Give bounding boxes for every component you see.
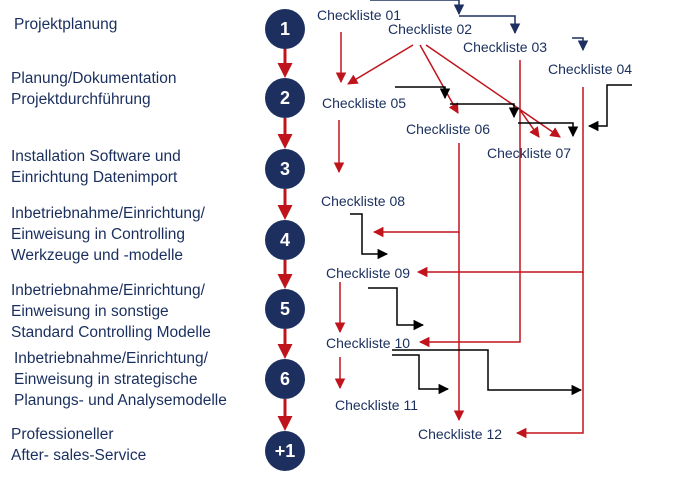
checklist-01: Checkliste 01	[317, 7, 402, 23]
step-circle-4: 4	[265, 220, 305, 260]
phase-label-3: Installation Software und Einrichtung Da…	[11, 146, 181, 188]
top-staircase-connectors	[370, 0, 589, 52]
red-connectors	[333, 32, 584, 439]
phase-label-7: Professioneller After- sales-Service	[11, 424, 146, 466]
phase-2-line-1: Planung/Dokumentation	[11, 70, 177, 87]
phase-7-line-1: Professioneller	[11, 426, 114, 443]
checklist-12: Checkliste 12	[418, 426, 503, 442]
phase-5-line-1: Inbetriebnahme/Einrichtung/	[11, 282, 205, 299]
checklist-02: Checkliste 02	[388, 21, 473, 37]
step-circle-5: 5	[265, 289, 305, 329]
checklist-06: Checkliste 06	[406, 121, 491, 137]
checklist-03: Checkliste 03	[463, 39, 548, 55]
phase-3-line-1: Installation Software und	[11, 148, 181, 165]
checklist-09: Checkliste 09	[326, 265, 411, 281]
phase-5-line-3: Standard Controlling Modelle	[11, 324, 211, 341]
phase-6-line-3: Planungs- und Analysemodelle	[14, 392, 227, 409]
phase-4-line-2: Einweisung in Controlling	[11, 226, 186, 243]
phase-label-6: Inbetriebnahme/Einrichtung/ Einweisung i…	[14, 348, 227, 411]
phase-7-line-2: After- sales-Service	[11, 447, 147, 464]
step-circle-2: 2	[265, 78, 305, 118]
step-circle-6: 6	[265, 359, 305, 399]
phase-6-line-2: Einweisung in strategische	[14, 371, 198, 388]
phase-1-line-1: Projektplanung	[14, 16, 118, 33]
black-connectors	[350, 84, 632, 396]
phase-3-line-2: Einrichtung Datenimport	[11, 169, 178, 186]
phase-label-2: Planung/Dokumentation Projektdurchführun…	[11, 68, 176, 110]
step-circle-3: 3	[265, 149, 305, 189]
phase-2-line-2: Projektdurchführung	[11, 91, 151, 108]
checklist-05: Checkliste 05	[322, 95, 407, 111]
phase-4-line-1: Inbetriebnahme/Einrichtung/	[11, 205, 205, 222]
phase-label-4: Inbetriebnahme/Einrichtung/ Einweisung i…	[11, 203, 205, 266]
checklist-08: Checkliste 08	[321, 193, 406, 209]
checklist-10: Checkliste 10	[326, 335, 411, 351]
checklist-04: Checkliste 04	[548, 61, 633, 77]
checklist-11: Checkliste 11	[335, 397, 419, 413]
phase-label-1: Projektplanung	[14, 14, 117, 35]
step-circle-1: 1	[265, 9, 305, 49]
phase-4-line-3: Werkzeuge und -modelle	[11, 247, 184, 264]
phase-label-5: Inbetriebnahme/Einrichtung/ Einweisung i…	[11, 280, 211, 343]
phase-6-line-1: Inbetriebnahme/Einrichtung/	[14, 350, 208, 367]
step-circle-7: +1	[265, 431, 305, 471]
phase-5-line-2: Einweisung in sonstige	[11, 303, 169, 320]
checklist-07: Checkliste 07	[487, 145, 572, 161]
